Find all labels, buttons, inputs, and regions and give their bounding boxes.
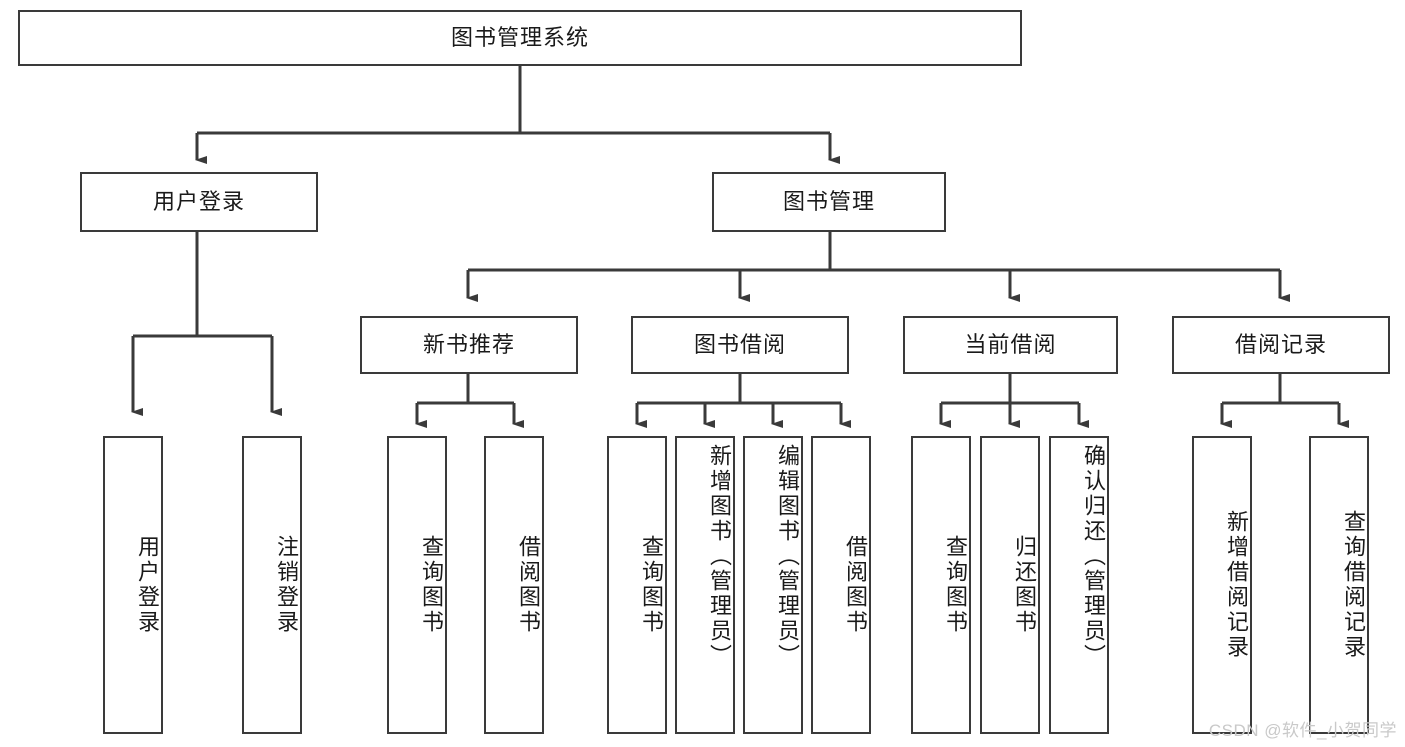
leaf-book-borrow-lend[interactable]: 借阅图书 [811,436,871,734]
node-root-book-management-system[interactable]: 图书管理系统 [18,10,1022,66]
node-label: 图书借阅 [693,331,786,357]
node-label: 借阅图书 [843,535,868,635]
node-label: 借阅记录 [1234,331,1327,357]
node-user-login[interactable]: 用户登录 [80,172,318,232]
leaf-user-login-signin[interactable]: 用户登录 [103,436,163,734]
node-label: 新增图书（管理员） [707,444,732,669]
node-current-borrow[interactable]: 当前借阅 [903,316,1118,374]
node-label: 用户登录 [135,535,160,635]
leaf-new-book-borrow[interactable]: 借阅图书 [484,436,544,734]
node-label: 新书推荐 [422,331,515,357]
leaf-borrow-record-query[interactable]: 查询借阅记录 [1309,436,1369,734]
node-label: 当前借阅 [964,331,1057,357]
leaf-book-borrow-edit-admin[interactable]: 编辑图书（管理员） [743,436,803,734]
node-book-management[interactable]: 图书管理 [712,172,946,232]
watermark: CSDN @软件_小贺同学 [1208,721,1397,740]
node-label: 查询图书 [639,535,664,635]
node-label: 编辑图书（管理员） [775,444,800,669]
node-book-borrow[interactable]: 图书借阅 [631,316,849,374]
node-label: 新增借阅记录 [1224,510,1249,660]
node-label: 确认归还（管理员） [1081,444,1106,669]
node-borrow-record[interactable]: 借阅记录 [1172,316,1390,374]
node-label: 注销登录 [274,535,299,635]
node-label: 归还图书 [1012,535,1037,635]
node-label: 查询图书 [943,535,968,635]
node-label: 查询图书 [419,535,444,635]
node-label: 图书管理 [782,188,875,214]
leaf-current-borrow-confirm-admin[interactable]: 确认归还（管理员） [1049,436,1109,734]
leaf-book-borrow-query[interactable]: 查询图书 [607,436,667,734]
node-label: 查询借阅记录 [1341,510,1366,660]
leaf-borrow-record-add[interactable]: 新增借阅记录 [1192,436,1252,734]
node-label: 借阅图书 [516,535,541,635]
leaf-current-borrow-return[interactable]: 归还图书 [980,436,1040,734]
leaf-current-borrow-query[interactable]: 查询图书 [911,436,971,734]
node-label: 用户登录 [152,188,245,214]
node-new-book-recommend[interactable]: 新书推荐 [360,316,578,374]
leaf-user-login-signout[interactable]: 注销登录 [242,436,302,734]
node-label: 图书管理系统 [450,24,589,50]
leaf-book-borrow-add-admin[interactable]: 新增图书（管理员） [675,436,735,734]
leaf-new-book-query[interactable]: 查询图书 [387,436,447,734]
